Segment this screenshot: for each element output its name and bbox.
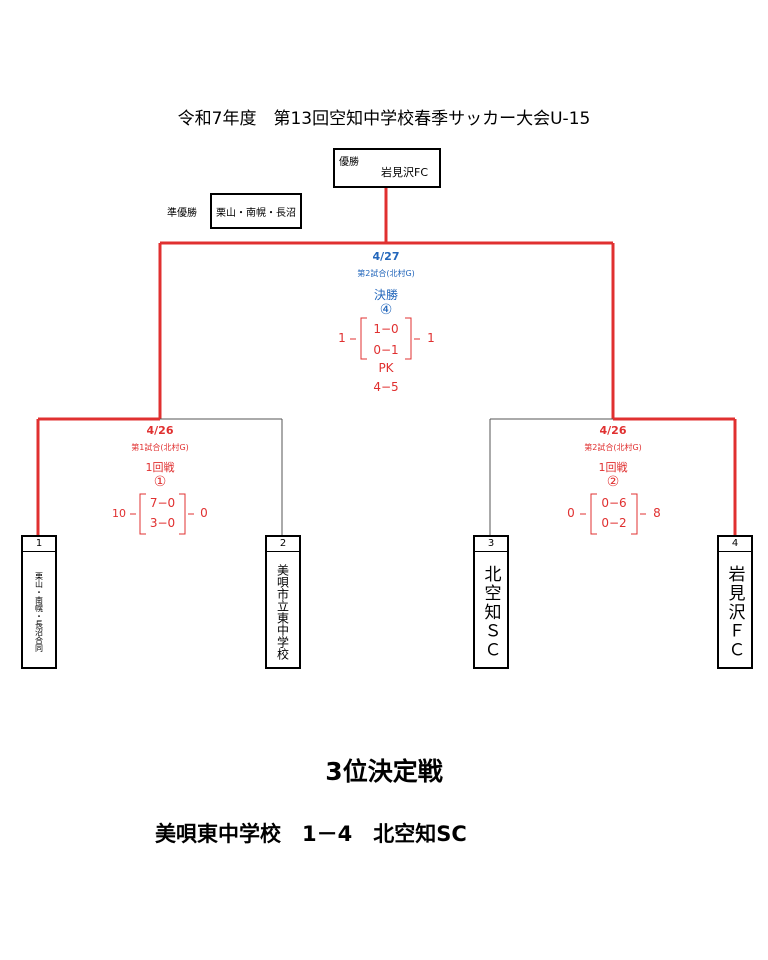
semi1-round: 1回戦 bbox=[145, 461, 175, 474]
semi1-right-total: 0 bbox=[200, 506, 208, 520]
team-number: 3 bbox=[475, 537, 507, 552]
team-box-4: 4 岩見沢ＦＣ bbox=[717, 535, 753, 669]
semi2-half1: 0−6 bbox=[601, 496, 627, 510]
team-box-3: 3 北空知ＳＣ bbox=[473, 535, 509, 669]
team-name: 北空知ＳＣ bbox=[480, 564, 501, 660]
semi2-right-total: 8 bbox=[653, 506, 661, 520]
final-pk-score: 4−5 bbox=[373, 380, 399, 394]
runner-up-team: 栗山・南幌・長沼 bbox=[216, 207, 296, 219]
third-place-result: 美唄東中学校 1－4 北空知SC bbox=[155, 822, 467, 846]
team-name: 岩見沢ＦＣ bbox=[724, 564, 745, 660]
semi1-half1: 7−0 bbox=[149, 496, 176, 510]
final-venue: 第2試合(北村G) bbox=[357, 269, 415, 278]
runner-up-label: 準優勝 bbox=[167, 208, 197, 219]
team-box-2: 2 美唄市立東中学校 bbox=[265, 535, 301, 669]
team-box-1: 1 栗山・南幌・長沼合同 bbox=[21, 535, 57, 669]
final-right-total: 1 bbox=[427, 331, 435, 345]
semi1-date: 4/26 bbox=[146, 424, 174, 437]
final-left-bracket bbox=[360, 317, 367, 360]
semi2-right-bracket bbox=[631, 493, 638, 535]
semi2-half2: 0−2 bbox=[601, 516, 627, 530]
tournament-title: 令和7年度 第13回空知中学校春季サッカー大会U-15 bbox=[177, 109, 591, 129]
semi1-right-bracket bbox=[179, 493, 186, 535]
third-place-title: 3位決定戦 bbox=[325, 757, 443, 786]
team-number: 4 bbox=[719, 537, 751, 552]
semi2-date: 4/26 bbox=[599, 424, 627, 437]
final-right-bracket bbox=[405, 317, 412, 360]
semi1-left-total: 10 bbox=[112, 507, 126, 520]
champion-label: 優勝 bbox=[339, 157, 359, 168]
semi1-match-no: ① bbox=[153, 474, 167, 490]
champion-team: 岩見沢FC bbox=[381, 166, 429, 179]
final-date: 4/27 bbox=[372, 250, 400, 263]
final-half2: 0−1 bbox=[373, 343, 399, 357]
team-number: 2 bbox=[267, 537, 299, 552]
semi1-venue: 第1試合(北村G) bbox=[131, 443, 189, 452]
team-number: 1 bbox=[23, 537, 55, 552]
semi2-venue: 第2試合(北村G) bbox=[584, 443, 642, 452]
champion-box: 優勝 岩見沢FC bbox=[333, 148, 441, 188]
semi1-half2: 3−0 bbox=[149, 516, 176, 530]
final-round: 決勝 bbox=[373, 288, 398, 302]
semi2-left-bracket bbox=[590, 493, 597, 535]
runner-up-box: 栗山・南幌・長沼 bbox=[210, 193, 302, 229]
final-pk-label: PK bbox=[378, 361, 394, 375]
team-name: 栗山・南幌・長沼合同 bbox=[34, 572, 44, 652]
semi2-left-total: 0 bbox=[567, 506, 575, 520]
final-half1: 1−0 bbox=[373, 322, 399, 336]
final-left-total: 1 bbox=[338, 331, 346, 345]
semi2-round: 1回戦 bbox=[598, 461, 628, 474]
final-match-no: ④ bbox=[379, 302, 393, 318]
semi2-match-no: ② bbox=[606, 474, 620, 490]
semi1-left-bracket bbox=[139, 493, 146, 535]
team-name: 美唄市立東中学校 bbox=[275, 564, 290, 660]
